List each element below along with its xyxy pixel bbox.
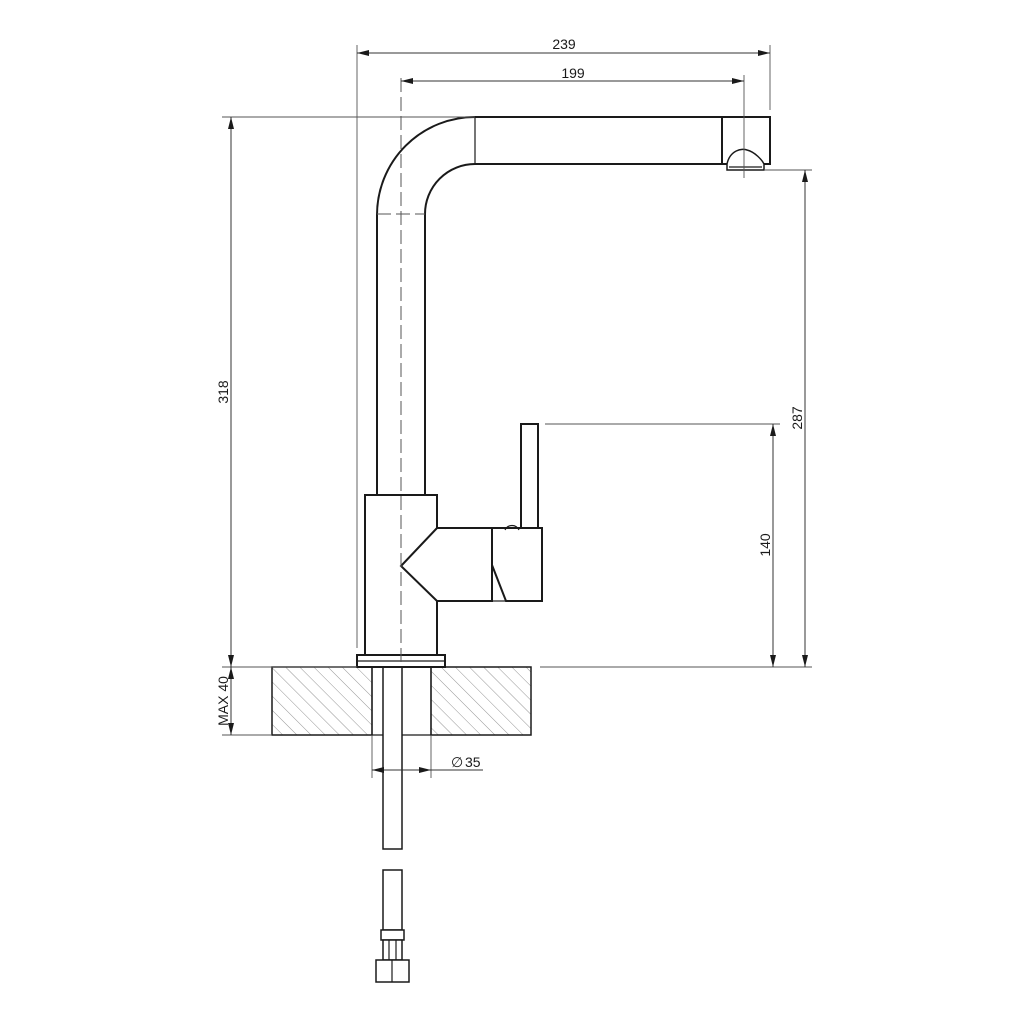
dimension-countertop-thickness: MAX 40 xyxy=(215,667,272,736)
dimension-hole-diameter: ∅ 35 xyxy=(371,735,483,778)
spout-reach-label: 199 xyxy=(561,65,585,81)
overall-width-label: 239 xyxy=(552,36,576,52)
dimension-lever-height: 140 xyxy=(545,423,780,667)
spout-tube xyxy=(376,116,723,496)
dimension-overall-width: 239 xyxy=(356,36,771,648)
lever-cap xyxy=(491,527,543,602)
faucet-body xyxy=(356,116,771,668)
spout-outlet-height-label: 287 xyxy=(789,406,805,430)
supply-hose xyxy=(375,666,410,983)
dimension-spout-reach: 199 xyxy=(401,65,745,178)
hole-diameter-label: 35 xyxy=(465,754,481,770)
dimension-total-height: 318 xyxy=(215,116,475,668)
countertop-section xyxy=(271,666,532,736)
cartridge-housing xyxy=(399,527,493,602)
lever-handle xyxy=(520,423,539,529)
total-height-label: 318 xyxy=(215,380,231,404)
countertop-thickness-label: MAX 40 xyxy=(215,676,231,726)
lever-height-label: 140 xyxy=(757,533,773,557)
diameter-symbol: ∅ xyxy=(451,754,463,770)
dimension-spout-outlet-height: 287 xyxy=(540,169,812,668)
spout-aerator xyxy=(721,116,771,171)
